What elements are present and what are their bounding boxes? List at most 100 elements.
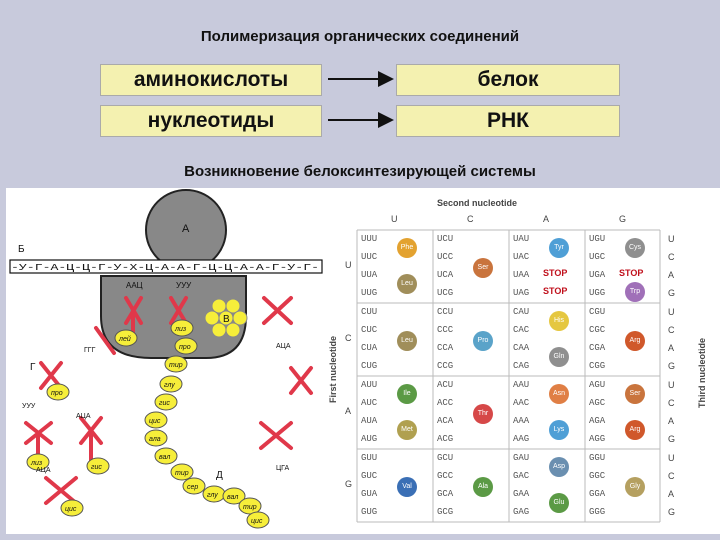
anticodon-1: ГГГ: [84, 347, 96, 354]
third-header: C: [668, 471, 675, 481]
codon: CGG: [589, 361, 606, 371]
codon: CUA: [361, 343, 378, 353]
amino-acid-ball: Met: [397, 420, 417, 440]
amino-acid-label: тир: [243, 504, 257, 511]
codon: UGG: [589, 288, 606, 298]
amino-acid-ball: Ser: [473, 258, 493, 278]
title-polymerization: Полимеризация органических соединений: [200, 28, 520, 45]
amino-acid-ball: Gln: [549, 347, 569, 367]
free-amino-acid-label: гис: [91, 464, 102, 471]
codon: GCA: [437, 489, 454, 499]
codon: CCC: [437, 325, 454, 335]
codon: AGA: [589, 416, 606, 426]
amino-acid-ball: Glu: [549, 493, 569, 513]
codon: CGA: [589, 343, 606, 353]
codon: UUA: [361, 270, 378, 280]
amino-acid-bead: [154, 447, 178, 465]
amino-acid-label: цис: [251, 518, 263, 525]
codon: AUG: [361, 434, 378, 444]
box-rna-label: РНК: [487, 109, 529, 132]
col-header: C: [467, 214, 474, 224]
amino-acid-bead: [222, 487, 246, 505]
free-amino-acid: [26, 453, 50, 471]
free-amino-acid-label: лей: [118, 335, 131, 343]
amino-acid-label: тир: [169, 362, 183, 369]
codon-2: УУУ: [176, 281, 192, 290]
codon: GGC: [589, 471, 606, 481]
codon: AUU: [361, 380, 378, 390]
codon: UCA: [437, 270, 454, 280]
amino-acid-bead: [170, 463, 194, 481]
codon: UUC: [361, 252, 378, 262]
codon: UAU: [513, 234, 530, 244]
codon: UGC: [589, 252, 606, 262]
amino-acid-label: тир: [175, 470, 189, 477]
codon: UCG: [437, 288, 454, 298]
free-amino-acid-label: про: [51, 390, 63, 397]
codon: CAU: [513, 307, 530, 317]
codon: UGU: [589, 234, 606, 244]
amino-acid-ball: Ile: [397, 384, 417, 404]
amino-acid-label: глу: [164, 382, 175, 389]
second-nucleotide-label: Second nucleotide: [437, 198, 518, 208]
third-header: G: [668, 434, 676, 444]
amino-acid-ball: Arg: [625, 420, 645, 440]
mrna-strand: [9, 259, 323, 274]
stop-codon-label: STOP: [543, 286, 568, 296]
anticodon-3: УУУ: [22, 403, 36, 410]
mrna-sequence: -У-Г-А-Ц-Ц-Г-У-Х-Ц-А-А-Г-Ц-Ц-А-А-Г-У-Г-: [11, 263, 319, 273]
third-header: G: [668, 361, 676, 371]
third-header: C: [668, 252, 675, 262]
codon: AGU: [589, 380, 606, 390]
amino-acid-label: ала: [149, 436, 161, 443]
third-header: A: [668, 489, 675, 499]
codon: GGA: [589, 489, 606, 499]
codon: ACA: [437, 416, 454, 426]
codon: AGC: [589, 398, 606, 408]
col-header: A: [543, 214, 550, 224]
stop-codon-label: STOP: [543, 268, 568, 278]
table-grid: [356, 229, 661, 523]
amino-acid-bead: [159, 375, 183, 393]
codon: UUG: [361, 288, 378, 298]
codon: CAC: [513, 325, 530, 335]
box-nucleotides-label: нуклеотиды: [147, 109, 275, 132]
col-header: G: [619, 214, 627, 224]
third-header: G: [668, 288, 676, 298]
box-nucleotides: нуклеотиды: [100, 105, 322, 137]
free-amino-acid: [60, 499, 84, 517]
codon: CUG: [361, 361, 378, 371]
arrows: [328, 71, 394, 128]
row-header: C: [345, 333, 352, 343]
third-header: U: [668, 453, 675, 463]
codon: UCU: [437, 234, 454, 244]
amino-acid-ball: Gly: [625, 477, 645, 497]
third-header: U: [668, 380, 675, 390]
codon: UGA: [589, 270, 606, 280]
free-amino-acid: [46, 383, 70, 401]
codon: AAC: [513, 398, 530, 408]
box-protein: белок: [396, 64, 620, 96]
third-header: U: [668, 307, 675, 317]
free-amino-acid-label: цис: [65, 506, 77, 513]
codon: GUU: [361, 453, 378, 463]
codon: GCU: [437, 453, 454, 463]
row-header: U: [345, 260, 352, 270]
codon: AUC: [361, 398, 378, 408]
codon: CUC: [361, 325, 378, 335]
amino-acid-label: гис: [159, 400, 170, 407]
amino-acid-ball: Phe: [397, 238, 417, 258]
amino-acid-ball: Lys: [549, 420, 569, 440]
third-header: A: [668, 343, 675, 353]
codon: AAU: [513, 380, 530, 390]
amino-acid-ball: Trp: [625, 282, 645, 302]
amino-acid-ball: His: [549, 311, 569, 331]
codon: UCC: [437, 252, 454, 262]
codon: CAA: [513, 343, 530, 353]
codon: UUU: [361, 234, 378, 244]
third-header: A: [668, 416, 675, 426]
codon: CCG: [437, 361, 454, 371]
amino-acid-ball: Cys: [625, 238, 645, 258]
codon: GAA: [513, 489, 530, 499]
box-amino-acids: аминокислоты: [100, 64, 322, 96]
